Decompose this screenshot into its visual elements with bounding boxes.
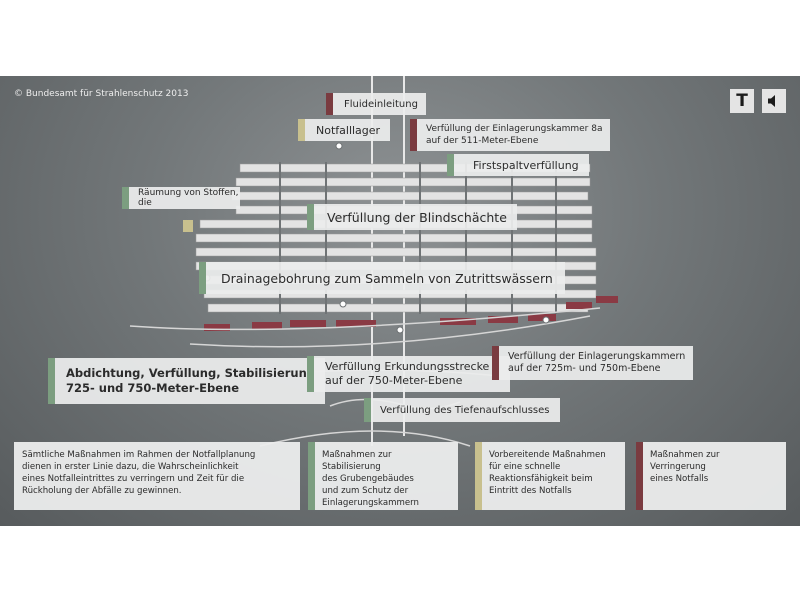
- category-bar: [298, 119, 305, 141]
- notfalllager-marker: [183, 220, 193, 232]
- legend-color-green: [308, 442, 315, 510]
- label-raeumung[interactable]: Räumung von Stoffen, die: [122, 187, 240, 209]
- mine-diagram-stage: © Bundesamt für Strahlenschutz 2013 T: [0, 76, 800, 526]
- category-bar: [410, 119, 417, 151]
- category-bar: [364, 398, 371, 422]
- label-verfuellung-kammer-8a[interactable]: Verfüllung der Einlagerungskammer 8a auf…: [410, 119, 611, 151]
- category-bar: [447, 154, 454, 176]
- speaker-icon[interactable]: [762, 89, 786, 113]
- label-abdichtung[interactable]: Abdichtung, Verfüllung, Stabilisierung 7…: [48, 358, 326, 404]
- storage-chambers: [204, 296, 618, 331]
- category-bar: [122, 187, 129, 209]
- label-firstspaltverfuellung[interactable]: Firstspaltverfüllung: [447, 154, 589, 176]
- label-fluideinleitung[interactable]: Fluideinleitung: [326, 93, 426, 115]
- category-bar: [307, 356, 314, 392]
- legend-yellow: Vorbereitende Maßnahmen für eine schnell…: [475, 442, 625, 510]
- category-bar: [48, 358, 55, 404]
- category-bar: [307, 204, 314, 230]
- label-drainagebohrung[interactable]: Drainagebohrung zum Sammeln von Zutritts…: [199, 262, 565, 294]
- category-bar: [492, 346, 499, 380]
- category-bar: [326, 93, 333, 115]
- legend-green: Maßnahmen zur Stabilisierung des Grubeng…: [308, 442, 458, 510]
- label-erkundungsstrecke[interactable]: Verfüllung Erkundungsstrecke 3 auf der 7…: [307, 356, 510, 392]
- label-einlagerungskammern[interactable]: Verfüllung der Einlagerungskammern auf d…: [492, 346, 694, 380]
- legend-color-red: [636, 442, 643, 510]
- copyright-text: © Bundesamt für Strahlenschutz 2013: [14, 89, 189, 99]
- category-bar: [199, 262, 206, 294]
- text-toggle-button[interactable]: T: [730, 89, 754, 113]
- legend-color-yellow: [475, 442, 482, 510]
- legend-red: Maßnahmen zur Verringerung eines Notfall…: [636, 442, 786, 510]
- label-notfalllager[interactable]: Notfalllager: [298, 119, 391, 141]
- label-blindschaechte[interactable]: Verfüllung der Blindschächte: [307, 204, 517, 230]
- label-tiefenaufschluss[interactable]: Verfüllung des Tiefenaufschlusses: [364, 398, 560, 422]
- legend-intro: Sämtliche Maßnahmen im Rahmen der Notfal…: [14, 442, 300, 510]
